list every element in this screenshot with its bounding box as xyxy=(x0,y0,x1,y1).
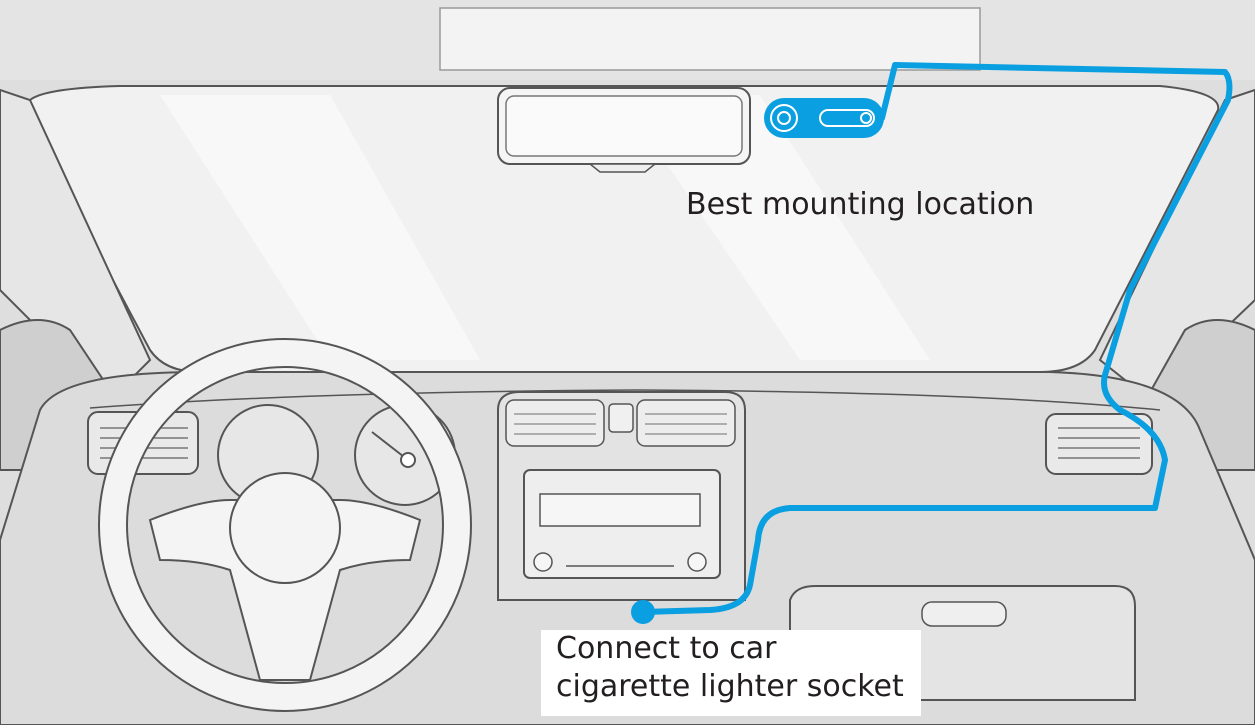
hazard-button xyxy=(609,404,633,432)
center-vent-left xyxy=(506,400,604,446)
dash-camera-icon xyxy=(764,98,884,138)
tachometer-hub xyxy=(401,453,415,467)
roof-panel-light xyxy=(440,8,980,70)
rear-view-mirror-glass xyxy=(506,96,742,156)
connect-label-line-2: cigarette lighter socket xyxy=(556,668,904,706)
center-vent-right xyxy=(637,400,735,446)
connect-label: Connect to car cigarette lighter socket xyxy=(556,630,904,706)
radio-knob-right xyxy=(688,553,706,571)
radio-display xyxy=(540,494,700,526)
mirror-mount xyxy=(590,164,655,172)
mounting-location-label: Best mounting location xyxy=(686,186,1034,224)
glove-box-handle xyxy=(922,602,1006,626)
steering-wheel-hub xyxy=(230,473,340,583)
connect-label-line-1: Connect to car xyxy=(556,630,904,668)
power-socket-icon xyxy=(631,600,655,624)
radio-knob-left xyxy=(534,553,552,571)
